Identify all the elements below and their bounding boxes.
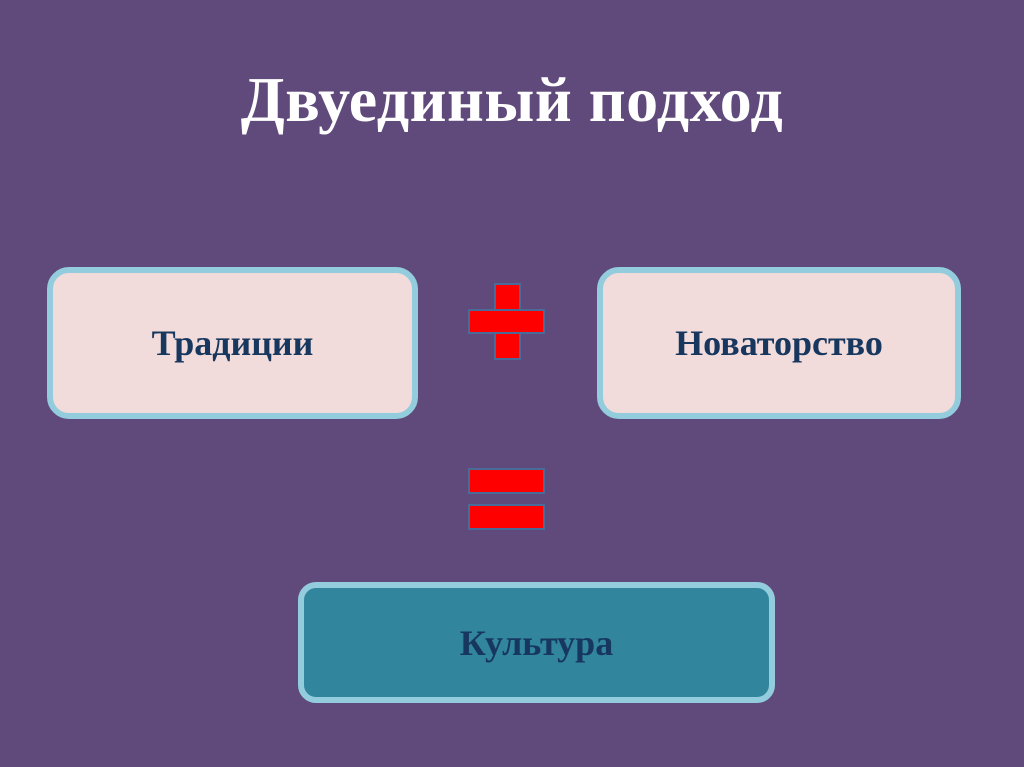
innovation-label: Новаторство [675, 323, 883, 363]
traditions-label: Традиции [151, 323, 314, 363]
culture-box: Культура [298, 582, 775, 703]
culture-label: Культура [459, 622, 614, 663]
slide-title: Двуединый подход [240, 64, 784, 135]
innovation-box: Новаторство [597, 267, 961, 419]
traditions-box: Традиции [47, 267, 418, 419]
